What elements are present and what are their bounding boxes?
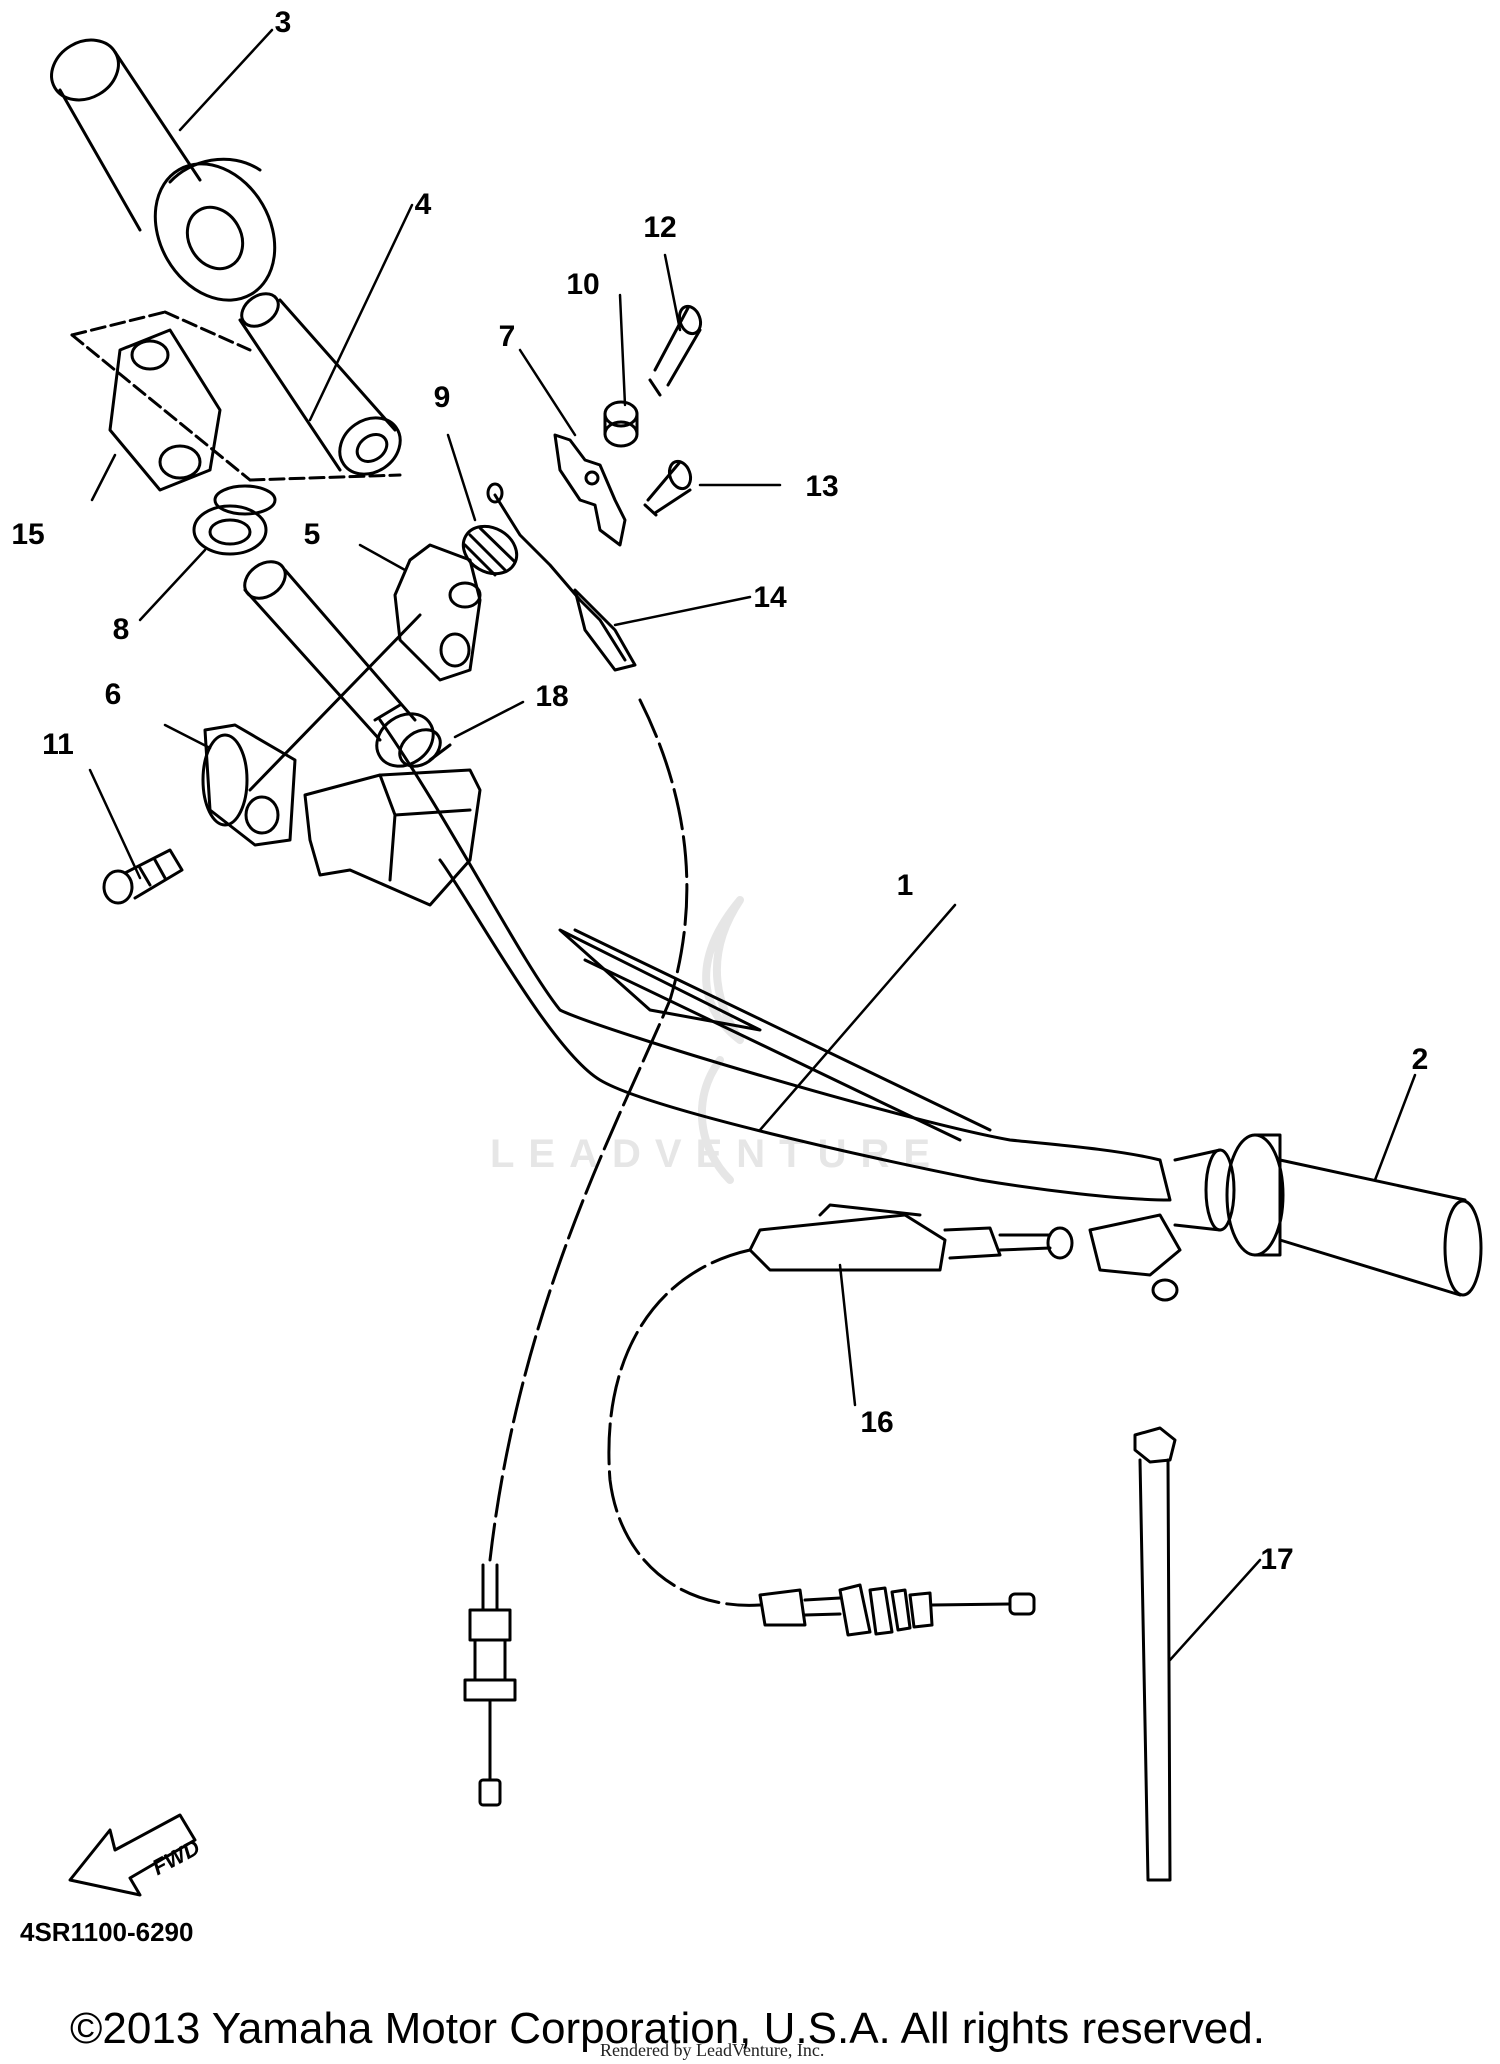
callout-13: 13 [805, 470, 839, 503]
screw-12 [648, 304, 703, 397]
callout-18: 18 [535, 680, 569, 713]
throttle-housing [70, 310, 402, 492]
handlebar [378, 718, 1172, 1202]
callout-16: 16 [860, 1406, 894, 1439]
collar [373, 703, 452, 768]
callout-10: 10 [566, 268, 600, 301]
callout-11: 11 [42, 728, 74, 761]
cable-adjuster [461, 524, 519, 577]
callout-17: 17 [1260, 1543, 1294, 1576]
throttle-sleeve [238, 292, 402, 476]
clamp [201, 613, 422, 847]
screw-13 [643, 459, 693, 517]
throttle-tube [243, 560, 417, 742]
fwd-arrow [68, 1813, 197, 1897]
cable-tie [1133, 1426, 1177, 1882]
callout-15: 15 [11, 518, 45, 551]
callout-1: 1 [896, 869, 914, 902]
grip-left [50, 38, 277, 302]
switch-block [303, 768, 482, 907]
callout-14: 14 [753, 581, 787, 614]
callout-6: 6 [104, 678, 122, 711]
lever-plate [553, 433, 627, 547]
callout-5: 5 [303, 518, 321, 551]
rendered-by-notice: Rendered by LeadVenture, Inc. [600, 2040, 825, 2060]
diagram-part-code: 4SR1100-6290 [20, 1917, 194, 1947]
cable-ring [192, 484, 277, 556]
grip-right [1173, 1133, 1483, 1297]
leader-lines [88, 28, 1417, 1662]
copyright-notice: ©2013 Yamaha Motor Corporation, U.S.A. A… [70, 2004, 1265, 2053]
callout-2: 2 [1411, 1043, 1429, 1076]
throttle-cable [463, 482, 689, 1807]
callout-3: 3 [274, 6, 292, 39]
spacer [603, 400, 639, 448]
callout-7: 7 [498, 320, 516, 353]
cable-bracket [393, 543, 482, 682]
bolt-11 [102, 848, 184, 905]
watermark-logo [697, 896, 744, 1184]
callout-8: 8 [112, 613, 130, 646]
callout-4: 4 [414, 188, 432, 221]
second-cable [607, 1203, 1182, 1637]
callout-12: 12 [643, 211, 677, 244]
callout-9: 9 [433, 381, 451, 414]
